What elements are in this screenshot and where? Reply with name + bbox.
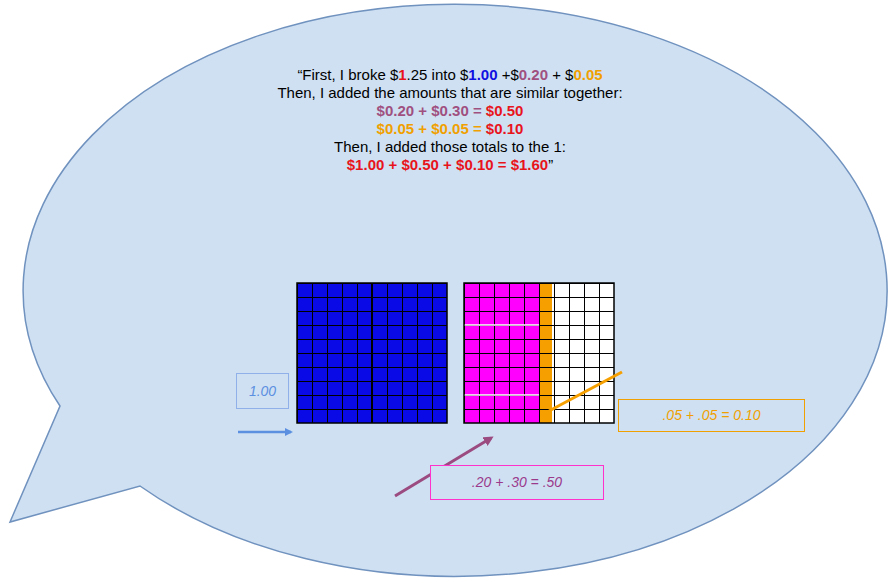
bubble-shape (10, 4, 887, 576)
grid-border (464, 283, 614, 423)
callout-text: .20 + .30 = .50 (472, 474, 562, 491)
quote-line: $0.05 + $0.05 = $0.10 (240, 120, 660, 138)
callout-text: 1.00 (249, 383, 276, 400)
grid-border (297, 283, 447, 423)
whole-grid-lines (297, 283, 447, 423)
quote-line: Then, I added the amounts that are simil… (260, 84, 640, 102)
grid-divider (371, 283, 373, 423)
whole-grid (297, 283, 447, 423)
quote-line: $0.20 + $0.30 = $0.50 (240, 102, 660, 120)
leader-line (549, 372, 622, 411)
callout-text: .05 + .05 = 0.10 (662, 407, 760, 424)
quote-line: $1.00 + $0.50 + $0.10 = $1.60” (240, 156, 660, 174)
hundredths-grid-lines (464, 283, 614, 423)
quote-line: Then, I added those totals to the 1: (240, 138, 660, 156)
sum-callout: .05 + .05 = 0.10 (618, 399, 805, 432)
quote-column: “First, I broke $1.25 into $1.00 +$0.20 … (240, 66, 660, 174)
grid-mark (464, 394, 539, 396)
hundredths-grid (464, 283, 614, 423)
sum-callout: .20 + .30 = .50 (430, 465, 604, 500)
grid-mark (464, 324, 539, 326)
quote-line: “First, I broke $1.25 into $1.00 +$0.20 … (240, 66, 660, 84)
value-callout: 1.00 (236, 373, 289, 409)
leader-arrow (238, 431, 291, 434)
